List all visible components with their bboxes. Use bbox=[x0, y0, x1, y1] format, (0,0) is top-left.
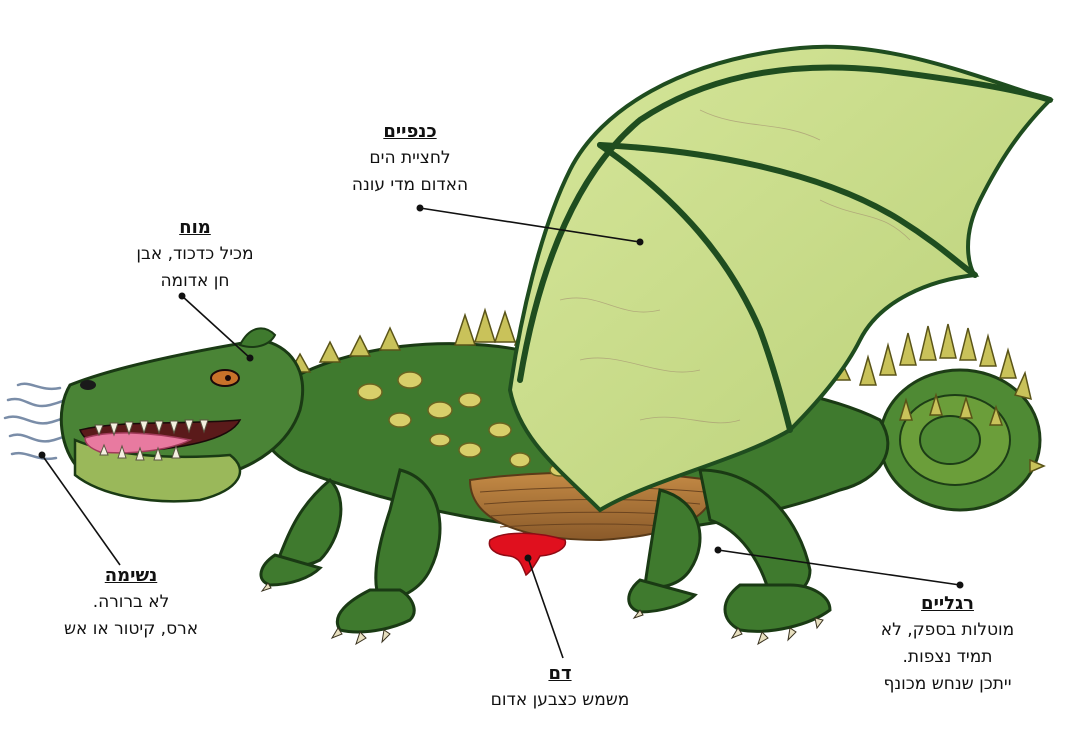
label-breath-line-2: ארס, קיטור או אש bbox=[46, 616, 216, 643]
leader-legs bbox=[718, 550, 960, 585]
label-blood-title: דם bbox=[460, 660, 660, 687]
tail bbox=[860, 324, 1044, 510]
nostril bbox=[80, 380, 96, 390]
label-brain: מוח מכיל כדכוד, אבן חן אדומה bbox=[110, 214, 280, 295]
label-breath: נשימה לא ברורה. ארס, קיטור או אש bbox=[46, 562, 216, 643]
label-brain-title: מוח bbox=[110, 214, 280, 241]
label-legs-line-2: תמיד נצפות. bbox=[855, 644, 1040, 671]
head bbox=[61, 328, 302, 501]
label-blood: דם משמש כצבען אדום bbox=[460, 660, 660, 714]
label-brain-line-1: מכיל כדכוד, אבן bbox=[110, 241, 280, 268]
label-brain-line-2: חן אדומה bbox=[110, 268, 280, 295]
label-legs-line-1: מוטלות בספק, לא bbox=[855, 617, 1040, 644]
label-legs: רגליים מוטלות בספק, לא תמיד נצפות. ייתכן… bbox=[855, 590, 1040, 698]
leader-blood bbox=[528, 558, 563, 658]
label-breath-title: נשימה bbox=[46, 562, 216, 589]
label-wings: כנפיים לחציית הים האדום מדי עונה bbox=[330, 118, 490, 199]
label-legs-line-3: ייתכן שנחש מכונף bbox=[855, 671, 1040, 698]
blood-stain bbox=[489, 533, 565, 575]
label-wings-line-1: לחציית הים bbox=[330, 145, 490, 172]
label-breath-line-1: לא ברורה. bbox=[46, 589, 216, 616]
label-blood-line-1: משמש כצבען אדום bbox=[460, 687, 660, 714]
label-wings-line-2: האדום מדי עונה bbox=[330, 172, 490, 199]
label-wings-title: כנפיים bbox=[330, 118, 490, 145]
label-legs-title: רגליים bbox=[855, 590, 1040, 617]
